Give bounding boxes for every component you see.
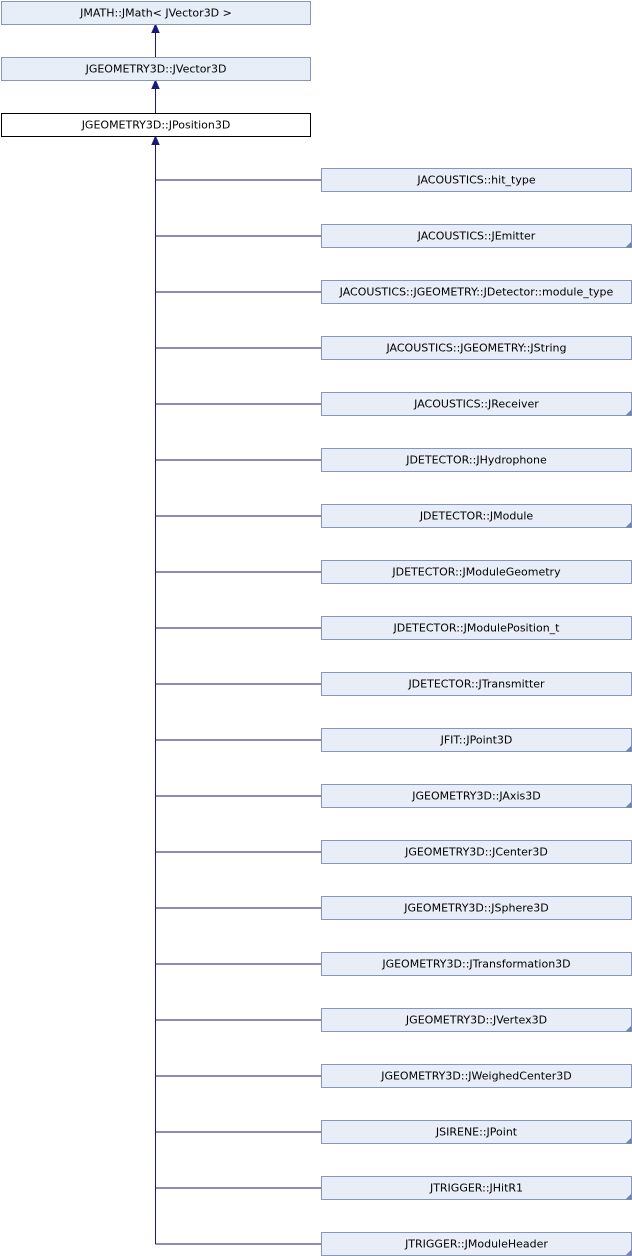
more-derived-marker-icon bbox=[625, 521, 632, 528]
more-derived-marker-icon bbox=[625, 409, 632, 416]
class-node-label: JDETECTOR::JModule bbox=[419, 510, 534, 523]
class-node-jgeometry3d-jvector3d[interactable]: JGEOMETRY3D::JVector3D bbox=[1, 57, 311, 81]
class-node-jgeometry3d-jposition3d[interactable]: JGEOMETRY3D::JPosition3D bbox=[1, 113, 311, 137]
inheritance-arrow-icon bbox=[151, 79, 160, 89]
more-derived-marker-icon bbox=[625, 1249, 632, 1256]
class-node-box bbox=[1, 57, 311, 81]
more-derived-marker-icon bbox=[625, 241, 632, 248]
class-node-label: JACOUSTICS::JGEOMETRY::JDetector::module… bbox=[339, 286, 614, 299]
class-node-jdetector-jmoduleposition-t[interactable]: JDETECTOR::JModulePosition_t bbox=[321, 616, 632, 640]
class-node-jgeometry3d-jaxis3d[interactable]: JGEOMETRY3D::JAxis3D bbox=[321, 784, 632, 808]
class-node-jfit-jpoint3d[interactable]: JFIT::JPoint3D bbox=[321, 728, 632, 752]
class-node-label: JGEOMETRY3D::JTransformation3D bbox=[381, 958, 570, 971]
inheritance-edges bbox=[151, 23, 322, 1245]
class-node-label: JMATH::JMath< JVector3D > bbox=[79, 7, 232, 20]
class-node-label: JSIRENE::JPoint bbox=[435, 1126, 518, 1139]
class-node-jacoustics-jreceiver[interactable]: JACOUSTICS::JReceiver bbox=[321, 392, 632, 416]
class-node-jdetector-jhydrophone[interactable]: JDETECTOR::JHydrophone bbox=[321, 448, 632, 472]
inheritance-arrow-icon bbox=[151, 135, 160, 145]
class-node-jdetector-jmodule[interactable]: JDETECTOR::JModule bbox=[321, 504, 632, 528]
class-node-label: JGEOMETRY3D::JAxis3D bbox=[411, 790, 540, 803]
class-node-label: JTRIGGER::JHitR1 bbox=[429, 1182, 523, 1195]
class-node-label: JGEOMETRY3D::JPosition3D bbox=[81, 119, 231, 132]
class-node-jacoustics-jgeometry-jstring[interactable]: JACOUSTICS::JGEOMETRY::JString bbox=[321, 336, 632, 360]
class-node-box bbox=[1, 1, 311, 25]
class-node-label: JACOUSTICS::hit_type bbox=[416, 174, 535, 187]
class-node-jsirene-jpoint[interactable]: JSIRENE::JPoint bbox=[321, 1120, 632, 1144]
class-node-jdetector-jtransmitter[interactable]: JDETECTOR::JTransmitter bbox=[321, 672, 632, 696]
inheritance-arrow-icon bbox=[151, 23, 160, 33]
more-derived-marker-icon bbox=[625, 1193, 632, 1200]
class-node-label: JDETECTOR::JHydrophone bbox=[405, 454, 547, 467]
class-node-jgeometry3d-jsphere3d[interactable]: JGEOMETRY3D::JSphere3D bbox=[321, 896, 632, 920]
class-node-label: JACOUSTICS::JGEOMETRY::JString bbox=[385, 342, 566, 355]
class-node-box bbox=[1, 113, 311, 137]
class-node-jdetector-jmodulegeometry[interactable]: JDETECTOR::JModuleGeometry bbox=[321, 560, 632, 584]
class-node-jgeometry3d-jvertex3d[interactable]: JGEOMETRY3D::JVertex3D bbox=[321, 1008, 632, 1032]
class-node-label: JTRIGGER::JModuleHeader bbox=[404, 1238, 548, 1251]
class-node-jtrigger-jhitr1[interactable]: JTRIGGER::JHitR1 bbox=[321, 1176, 632, 1200]
class-node-label: JGEOMETRY3D::JSphere3D bbox=[403, 902, 549, 915]
class-node-label: JDETECTOR::JTransmitter bbox=[407, 678, 545, 691]
class-node-jacoustics-hit-type[interactable]: JACOUSTICS::hit_type bbox=[321, 168, 632, 192]
class-node-jtrigger-jmoduleheader[interactable]: JTRIGGER::JModuleHeader bbox=[321, 1232, 632, 1256]
class-node-label: JACOUSTICS::JEmitter bbox=[417, 230, 536, 243]
class-node-label: JGEOMETRY3D::JWeighedCenter3D bbox=[380, 1070, 572, 1083]
class-node-label: JDETECTOR::JModuleGeometry bbox=[391, 566, 561, 579]
more-derived-marker-icon bbox=[625, 1137, 632, 1144]
class-node-jmath-jmath-jvector3d[interactable]: JMATH::JMath< JVector3D > bbox=[1, 1, 311, 25]
class-node-label: JGEOMETRY3D::JCenter3D bbox=[404, 846, 548, 859]
more-derived-marker-icon bbox=[625, 1025, 632, 1032]
class-node-jgeometry3d-jcenter3d[interactable]: JGEOMETRY3D::JCenter3D bbox=[321, 840, 632, 864]
class-node-label: JACOUSTICS::JReceiver bbox=[413, 398, 539, 411]
class-node-label: JFIT::JPoint3D bbox=[440, 734, 513, 747]
more-derived-marker-icon bbox=[625, 745, 632, 752]
class-node-jacoustics-jgeometry-jdetector-module-type[interactable]: JACOUSTICS::JGEOMETRY::JDetector::module… bbox=[321, 280, 632, 304]
class-node-jacoustics-jemitter[interactable]: JACOUSTICS::JEmitter bbox=[321, 224, 632, 248]
class-node-label: JGEOMETRY3D::JVertex3D bbox=[405, 1014, 547, 1027]
class-node-jgeometry3d-jtransformation3d[interactable]: JGEOMETRY3D::JTransformation3D bbox=[321, 952, 632, 976]
class-node-label: JGEOMETRY3D::JVector3D bbox=[85, 63, 227, 76]
more-derived-marker-icon bbox=[625, 801, 632, 808]
class-node-jgeometry3d-jweighedcenter3d[interactable]: JGEOMETRY3D::JWeighedCenter3D bbox=[321, 1064, 632, 1088]
class-node-label: JDETECTOR::JModulePosition_t bbox=[393, 622, 561, 635]
